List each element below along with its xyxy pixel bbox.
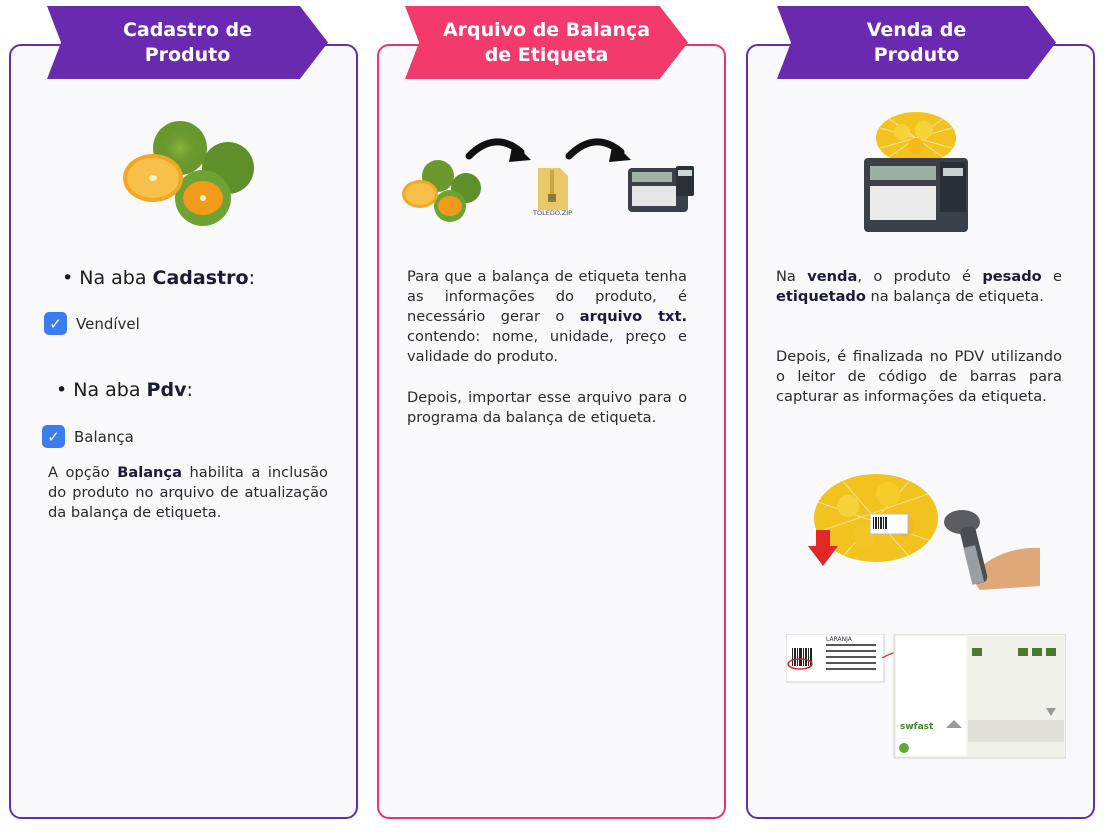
label-scale-image: [628, 166, 694, 212]
check-icon: ✓: [44, 312, 67, 335]
banner-venda: Venda de Produto: [777, 6, 1056, 79]
scale-with-oranges-image: [864, 112, 968, 232]
arquivo-description: Para que a balança de etiqueta tenha as …: [407, 268, 687, 365]
pdv-brand-label: swfast: [900, 722, 934, 732]
banner-title-line2: Produto: [144, 43, 231, 66]
barcode-scanner-image: [944, 510, 1040, 590]
checkbox-label: Balança: [74, 427, 134, 446]
banner-title-line1: Cadastro de: [122, 18, 253, 41]
bullet-cadastro: • Na aba Cadastro:: [62, 267, 255, 289]
bullet-pdv: • Na aba Pdv:: [56, 379, 193, 401]
bullet-suffix: :: [186, 379, 193, 401]
arquivo-import-text: Depois, importar esse arquivo para o pro…: [407, 389, 687, 426]
bullet-suffix: :: [248, 267, 255, 289]
bullet-text: Na aba: [79, 267, 153, 289]
banner-arquivo: Arquivo de Balança de Etiqueta: [405, 6, 688, 79]
checkbox-vendivel[interactable]: ✓ Vendível: [44, 312, 140, 335]
banner-cadastro: Cadastro de Produto: [47, 6, 328, 79]
checkbox-balanca[interactable]: ✓ Balança: [42, 425, 134, 448]
banner-title-line1: Arquivo de Balança: [442, 18, 651, 41]
bullet-bold: Cadastro: [152, 267, 249, 289]
oranges-small-image: [402, 160, 481, 222]
checkbox-label: Vendível: [76, 314, 140, 333]
pdv-screen-image: [786, 634, 1066, 759]
venda-pdv-text: Depois, é finalizada no PDV utilizando o…: [776, 348, 1062, 405]
zip-file-icon: [538, 168, 568, 210]
bullet-text: Na aba: [73, 379, 147, 401]
oranges-image: [123, 121, 254, 226]
banner-title-line2: Produto: [873, 43, 960, 66]
oranges-bag-image: [808, 474, 938, 566]
check-icon: ✓: [42, 425, 65, 448]
banner-title-line1: Venda de: [866, 18, 967, 41]
banner-title-line2: de Etiqueta: [484, 43, 609, 66]
bullet-bold: Pdv: [146, 379, 187, 401]
venda-description: Na venda, o produto é pesado e etiquetad…: [776, 268, 1063, 305]
arrow-icon: [565, 138, 631, 162]
arrow-icon: [465, 138, 531, 162]
pdv-product-label: LARANJA: [826, 636, 852, 643]
balanca-description: A opção Balança habilita a inclusão do p…: [48, 464, 328, 521]
zip-file-label: TOLEDO.ZIP: [533, 209, 573, 217]
